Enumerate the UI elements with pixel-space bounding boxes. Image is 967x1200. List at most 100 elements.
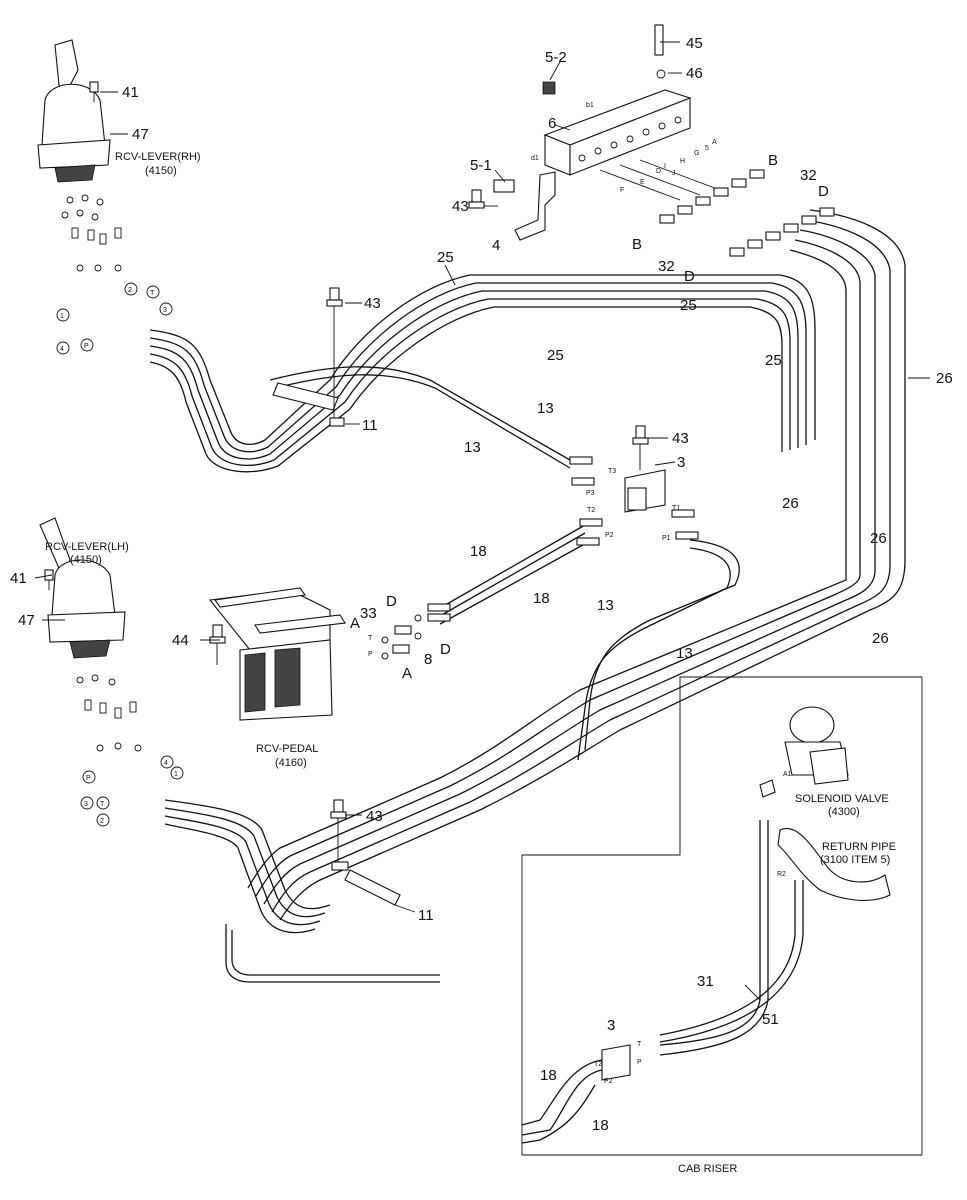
callout-18-riser-a: 18	[540, 1067, 557, 1084]
bolt-44	[209, 624, 226, 665]
callout-6: 6	[548, 115, 556, 132]
callout-B-b: B	[632, 236, 642, 253]
port-marks: T3 P3 T2 P2 T1 P1 A1 R2 T P T P T2 P2 b1…	[368, 102, 792, 1085]
port-d1: d1	[531, 155, 539, 162]
pipe-bundle-25	[149, 274, 816, 473]
callout-A-pedal-a: A	[350, 615, 360, 632]
lh-port-P: P	[86, 775, 91, 782]
port-blk-D: D	[656, 168, 661, 175]
port-blk-I: I	[664, 163, 666, 170]
callout-44: 44	[172, 632, 189, 649]
port-R2: R2	[777, 871, 786, 878]
bolt-43-top	[326, 287, 343, 418]
callout-26-a: 26	[936, 370, 953, 387]
return-pipe-code: (3100 ITEM 5)	[820, 854, 890, 866]
callout-8: 8	[424, 651, 432, 668]
lh-port-T: T	[100, 801, 105, 808]
port-riser-P2: P2	[604, 1078, 613, 1085]
rh-port-T: T	[150, 290, 155, 297]
lh-port-2: 2	[100, 818, 104, 825]
pipe-bundle-26	[247, 209, 906, 921]
lh-port-4: 4	[164, 760, 168, 767]
pedal-fittings	[381, 603, 451, 660]
clamp-top	[272, 382, 345, 427]
port-pedal-T: T	[368, 635, 373, 642]
port-b1: b1	[586, 102, 594, 109]
port-blk-G: G	[694, 150, 699, 157]
rcv-lever-lh	[39, 517, 142, 752]
callout-47-rh: 47	[132, 126, 149, 143]
rh-port-4: 4	[60, 346, 64, 353]
callout-43-bottom: 43	[366, 808, 383, 825]
callout-18-riser-b: 18	[592, 1117, 609, 1134]
callout-25-d: 25	[765, 352, 782, 369]
bolt-43-bottom	[330, 799, 347, 862]
rh-port-3: 3	[163, 307, 167, 314]
callout-13-c: 13	[597, 597, 614, 614]
lh-port-1: 1	[174, 771, 178, 778]
callout-26-c: 26	[870, 530, 887, 547]
solenoid-valve-drawing	[759, 706, 849, 798]
callout-11-bottom: 11	[418, 907, 434, 924]
rcv-lever-rh-code: (4150)	[145, 165, 177, 177]
callout-41-lh: 41	[10, 570, 27, 587]
fittings-32	[659, 169, 835, 257]
solenoid-valve-label: SOLENOID VALVE	[795, 793, 889, 805]
distribution-block	[569, 456, 699, 546]
pipe-18	[439, 524, 591, 625]
port-pedal-P: P	[368, 651, 373, 658]
pipe-13	[269, 366, 740, 761]
callout-D-b: D	[684, 268, 695, 285]
port-A1: A1	[783, 771, 792, 778]
callout-3-riser: 3	[607, 1017, 615, 1034]
callout-43-top: 43	[364, 295, 381, 312]
port-T2: T2	[587, 507, 595, 514]
bolt-43-mid	[632, 425, 649, 470]
rh-port-1: 1	[60, 313, 64, 320]
return-pipe-drawing	[777, 827, 891, 901]
callout-25-b: 25	[680, 297, 697, 314]
callout-13-d: 13	[676, 645, 693, 662]
bolt-41-lh	[44, 569, 54, 590]
port-T3: T3	[608, 468, 616, 475]
leader-lines	[34, 41, 930, 1001]
labels: 41 47 RCV-LEVER(RH) (4150) 5-2 6 5-1 43 …	[10, 35, 953, 1175]
return-pipe-label: RETURN PIPE	[822, 841, 896, 853]
port-riser-T2: T2	[594, 1061, 602, 1068]
callout-26-d: 26	[872, 630, 889, 647]
rh-port-circles: 1 2 T 3 4 P	[56, 282, 173, 355]
bolt-41-rh	[89, 81, 99, 102]
callout-25-a: 25	[437, 249, 454, 266]
port-blk-A: A	[712, 139, 717, 146]
callout-31: 31	[697, 973, 714, 990]
port-blk-H: H	[680, 158, 685, 165]
callout-3-main: 3	[677, 454, 685, 471]
lh-port-3: 3	[84, 801, 88, 808]
port-blk-F: F	[620, 187, 624, 194]
rcv-pedal-code: (4160)	[275, 757, 307, 769]
callout-D-pedal-b: D	[440, 641, 451, 658]
callout-4: 4	[492, 237, 500, 254]
callout-43-mid: 43	[672, 430, 689, 447]
callout-32-a: 32	[800, 167, 817, 184]
callout-33: 33	[360, 605, 377, 622]
rcv-lever-lh-code: (4150)	[70, 554, 102, 566]
callout-45: 45	[686, 35, 703, 52]
callout-A-pedal-b: A	[402, 665, 412, 682]
port-P3: P3	[586, 490, 595, 497]
port-blk-E: E	[640, 179, 645, 186]
callout-5-1: 5-1	[470, 157, 492, 174]
port-blk-5: 5	[705, 145, 709, 152]
cab-riser-label: CAB RISER	[678, 1163, 737, 1175]
port-block	[493, 24, 721, 241]
solenoid-valve-code: (4300)	[828, 806, 860, 818]
port-blk-J: J	[672, 170, 676, 177]
callout-D-a: D	[818, 183, 829, 200]
port-P2: P2	[605, 532, 614, 539]
bolt-43-block	[468, 189, 485, 209]
rcv-pedal-label: RCV-PEDAL	[256, 743, 318, 755]
rh-port-P: P	[84, 343, 89, 350]
callout-18-a: 18	[470, 543, 487, 560]
port-T1: T1	[672, 505, 680, 512]
